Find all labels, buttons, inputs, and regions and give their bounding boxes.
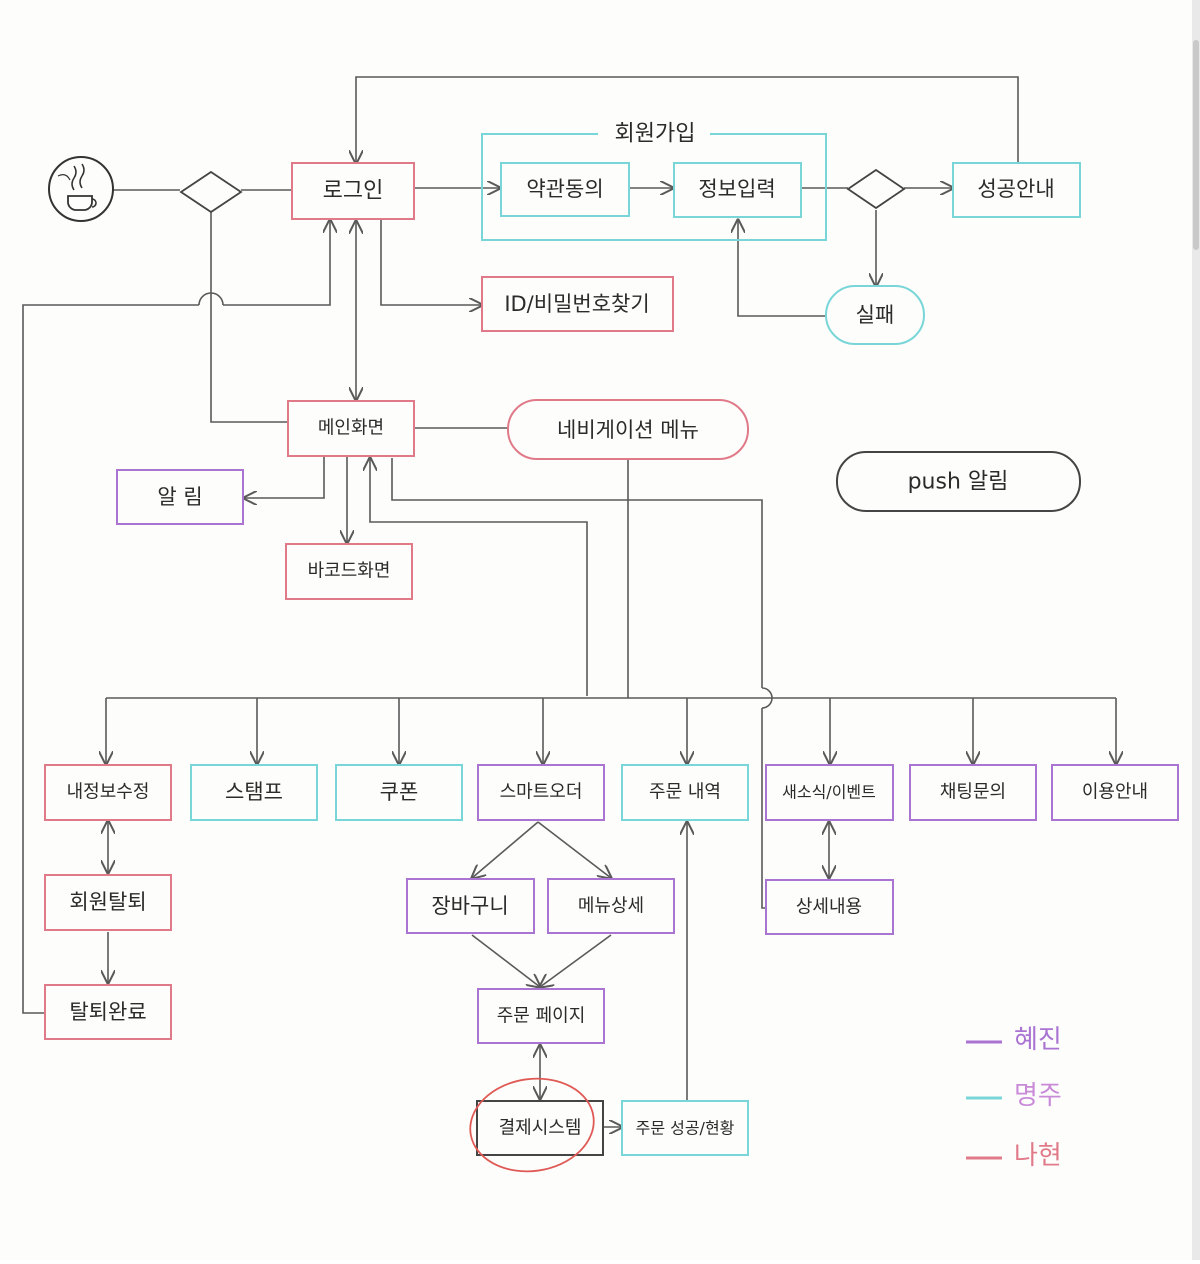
node-chat-inquiry[interactable]: 채팅문의 — [909, 764, 1037, 821]
legend-item: 혜진 — [966, 1025, 1062, 1055]
node-withdraw-done-label: 탈퇴완료 — [69, 1000, 146, 1024]
edge-success-login — [356, 76, 1019, 163]
edge-login-find — [380, 219, 482, 305]
node-stamp-label: 스탬프 — [225, 780, 283, 804]
node-barcode[interactable]: 바코드화면 — [285, 543, 413, 600]
node-order-page-label: 주문 페이지 — [497, 1006, 586, 1027]
node-guide-label: 이용안내 — [1082, 782, 1148, 803]
signup-decision-diamond — [846, 168, 906, 210]
node-login-label: 로그인 — [323, 179, 384, 204]
node-terms-label: 약관동의 — [526, 177, 603, 201]
node-login[interactable]: 로그인 — [291, 162, 415, 220]
node-cart-label: 장바구니 — [431, 894, 508, 918]
node-nav-menu-label: 네비게이션 메뉴 — [557, 418, 699, 442]
node-main-screen[interactable]: 메인화면 — [287, 400, 415, 457]
scrollbar-track[interactable] — [1192, 0, 1200, 1260]
node-chat-inquiry-label: 채팅문의 — [940, 782, 1006, 803]
node-info-input[interactable]: 정보입력 — [673, 162, 802, 218]
edge-withdraw-login-b — [223, 220, 330, 306]
node-success[interactable]: 성공안내 — [952, 162, 1081, 218]
edge-fail-info — [738, 220, 826, 317]
node-news-event-label: 새소식/이벤트 — [782, 783, 876, 802]
node-order-status-label: 주문 성공/현황 — [636, 1119, 735, 1138]
edge-bus-main — [370, 458, 588, 696]
node-edit-profile[interactable]: 내정보수정 — [44, 764, 172, 821]
legend-label: 혜진 — [1014, 1025, 1062, 1055]
node-payment-label: 결제시스템 — [499, 1118, 582, 1139]
node-menu-detail-label: 메뉴상세 — [578, 896, 644, 917]
edge-smart-detail — [537, 821, 611, 878]
legend: 혜진 명주 나현 — [966, 1025, 1062, 1171]
node-withdraw-label: 회원탈퇴 — [69, 890, 146, 914]
node-smart-order-label: 스마트오더 — [500, 782, 583, 803]
node-terms[interactable]: 약관동의 — [500, 162, 630, 217]
signup-group: 회원가입 — [481, 122, 827, 241]
node-smart-order[interactable]: 스마트오더 — [477, 764, 605, 821]
node-coupon[interactable]: 쿠폰 — [335, 764, 463, 821]
scrollbar-thumb[interactable] — [1193, 40, 1199, 250]
legend-label: 명주 — [1014, 1081, 1062, 1111]
node-news-event[interactable]: 새소식/이벤트 — [765, 764, 894, 821]
node-menu-detail[interactable]: 메뉴상세 — [547, 878, 675, 934]
legend-item: 명주 — [966, 1081, 1062, 1111]
node-main-screen-label: 메인화면 — [318, 418, 384, 439]
edge-diamond-main — [210, 212, 288, 423]
edge-cart-order — [471, 934, 540, 987]
node-push-alarm-label: push 알림 — [908, 470, 1009, 495]
payment-highlight-circle — [469, 1077, 595, 1173]
node-find-id-pw[interactable]: ID/비밀번호찾기 — [481, 276, 674, 332]
signup-group-title: 회원가입 — [615, 122, 696, 147]
legend-item: 나현 — [966, 1141, 1062, 1171]
node-push-alarm[interactable]: push 알림 — [836, 451, 1081, 512]
node-alarm[interactable]: 알 림 — [116, 469, 244, 525]
node-nav-menu[interactable]: 네비게이션 메뉴 — [507, 399, 749, 460]
node-payment[interactable]: 결제시스템 — [464, 1071, 604, 1179]
node-find-id-pw-label: ID/비밀번호찾기 — [504, 292, 649, 316]
node-fail-label: 실패 — [856, 303, 895, 327]
login-decision-diamond — [179, 170, 243, 214]
edge-detail-order — [540, 934, 612, 987]
node-withdraw[interactable]: 회원탈퇴 — [44, 874, 172, 931]
node-coupon-label: 쿠폰 — [380, 780, 419, 804]
node-order-page[interactable]: 주문 페이지 — [477, 988, 605, 1044]
coffee-cup-icon — [48, 156, 114, 222]
node-guide[interactable]: 이용안내 — [1051, 764, 1179, 821]
node-stamp[interactable]: 스탬프 — [190, 764, 318, 821]
edge-main-alarm — [244, 457, 325, 498]
node-fail[interactable]: 실패 — [825, 285, 925, 345]
node-detail-content[interactable]: 상세내용 — [765, 879, 894, 935]
node-barcode-label: 바코드화면 — [308, 561, 391, 582]
node-withdraw-done[interactable]: 탈퇴완료 — [44, 984, 172, 1040]
node-order-history-label: 주문 내역 — [649, 782, 721, 803]
edge-withdraw-login-a — [22, 304, 199, 1014]
node-order-history[interactable]: 주문 내역 — [621, 764, 749, 821]
node-order-status[interactable]: 주문 성공/현황 — [621, 1100, 749, 1156]
node-success-label: 성공안내 — [977, 177, 1054, 201]
node-alarm-label: 알 림 — [157, 485, 202, 509]
edge-withdraw-login-hop — [198, 292, 224, 306]
edge-main-news-a — [391, 458, 763, 688]
node-detail-content-label: 상세내용 — [796, 897, 862, 918]
legend-label: 나현 — [1014, 1141, 1062, 1171]
node-info-input-label: 정보입력 — [698, 177, 775, 201]
edge-smart-cart — [472, 821, 539, 878]
connectors — [22, 76, 1116, 1127]
node-cart[interactable]: 장바구니 — [406, 878, 535, 934]
node-edit-profile-label: 내정보수정 — [67, 782, 150, 803]
